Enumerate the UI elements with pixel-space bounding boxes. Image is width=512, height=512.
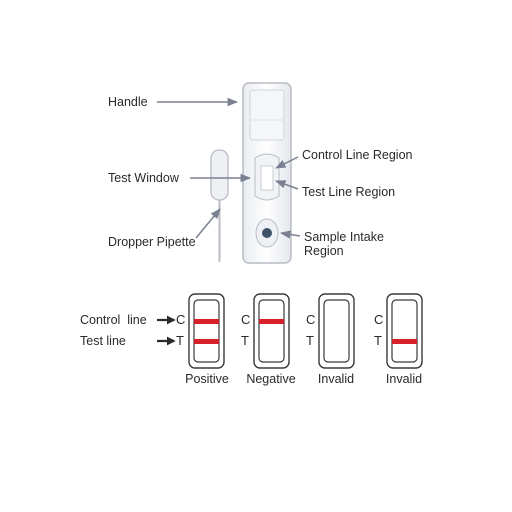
strip-4-window bbox=[391, 299, 418, 363]
result-caption-4: Invalid bbox=[385, 372, 423, 386]
strip-4-test-line bbox=[392, 339, 417, 344]
sample-well bbox=[262, 228, 272, 238]
test-line-arrow bbox=[275, 180, 299, 190]
strip-1-window bbox=[193, 299, 220, 363]
sample-intake-region-label-line1: Sample Intake bbox=[304, 230, 384, 244]
strip-4-c-letter: C bbox=[374, 312, 384, 327]
test-window-strip bbox=[260, 165, 274, 191]
result-strips bbox=[188, 293, 423, 369]
strip-3-c-letter: C bbox=[306, 312, 316, 327]
sample-intake-arrow bbox=[279, 230, 301, 239]
strip-2-c-letter: C bbox=[241, 312, 251, 327]
strip-3-window bbox=[323, 299, 350, 363]
test-cassette bbox=[242, 82, 292, 264]
strip-4-t-letter: T bbox=[374, 333, 382, 348]
dropper-pipette-graphic bbox=[210, 149, 229, 262]
handle-grip bbox=[249, 89, 285, 141]
test-line-region-label: Test Line Region bbox=[302, 185, 396, 199]
strip-1-control-line bbox=[194, 319, 219, 324]
strip-1-t-letter: T bbox=[176, 333, 184, 348]
control-line-region-label: Control Line Region bbox=[302, 148, 413, 162]
strip-2-t-letter: T bbox=[241, 333, 249, 348]
control-line-legend-label: Control line bbox=[80, 313, 147, 327]
strip-3-t-letter: T bbox=[306, 333, 314, 348]
dropper-pipette-arrow bbox=[195, 208, 221, 239]
strip-1-c-letter: C bbox=[176, 312, 186, 327]
dropper-pipette-label: Dropper Pipette bbox=[108, 235, 196, 249]
result-caption-1: Positive bbox=[185, 372, 229, 386]
strip-2-control-line bbox=[259, 319, 284, 324]
sample-intake-region-label-line2: Region bbox=[304, 244, 344, 258]
strip-2-window bbox=[258, 299, 285, 363]
control-line-arrow bbox=[275, 156, 299, 169]
handle-label: Handle bbox=[108, 95, 148, 109]
strip-1-test-line bbox=[194, 339, 219, 344]
result-caption-2: Negative bbox=[246, 372, 296, 386]
test-line-legend-label: Test line bbox=[80, 334, 126, 348]
test-window-label: Test Window bbox=[108, 171, 179, 185]
pipette-bulb bbox=[210, 149, 229, 201]
result-caption-3: Invalid bbox=[317, 372, 355, 386]
